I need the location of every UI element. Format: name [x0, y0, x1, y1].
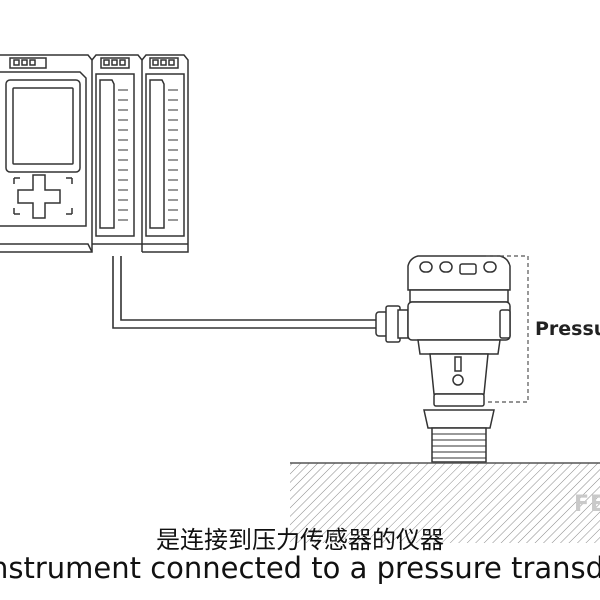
signal-cable: [112, 256, 378, 329]
cpu-module: [0, 54, 93, 253]
subtitle-english: nstrument connected to a pressure transd…: [0, 551, 600, 585]
subtitle-chinese: 是连接到压力传感器的仪器: [156, 526, 444, 554]
terminal-ticks: [118, 89, 178, 221]
watermark-logo: FE: [574, 492, 600, 517]
dpad-icon: [17, 174, 61, 219]
io-module-1: [91, 54, 143, 252]
plc-controller: [0, 54, 189, 253]
mounting-surface: [290, 462, 600, 543]
dashed-bracket: [486, 255, 529, 403]
cable-gland: [375, 305, 409, 343]
io-module-2: [141, 54, 189, 253]
pressure-transducer: [407, 255, 511, 463]
pressure-label: Pressu: [535, 318, 600, 340]
